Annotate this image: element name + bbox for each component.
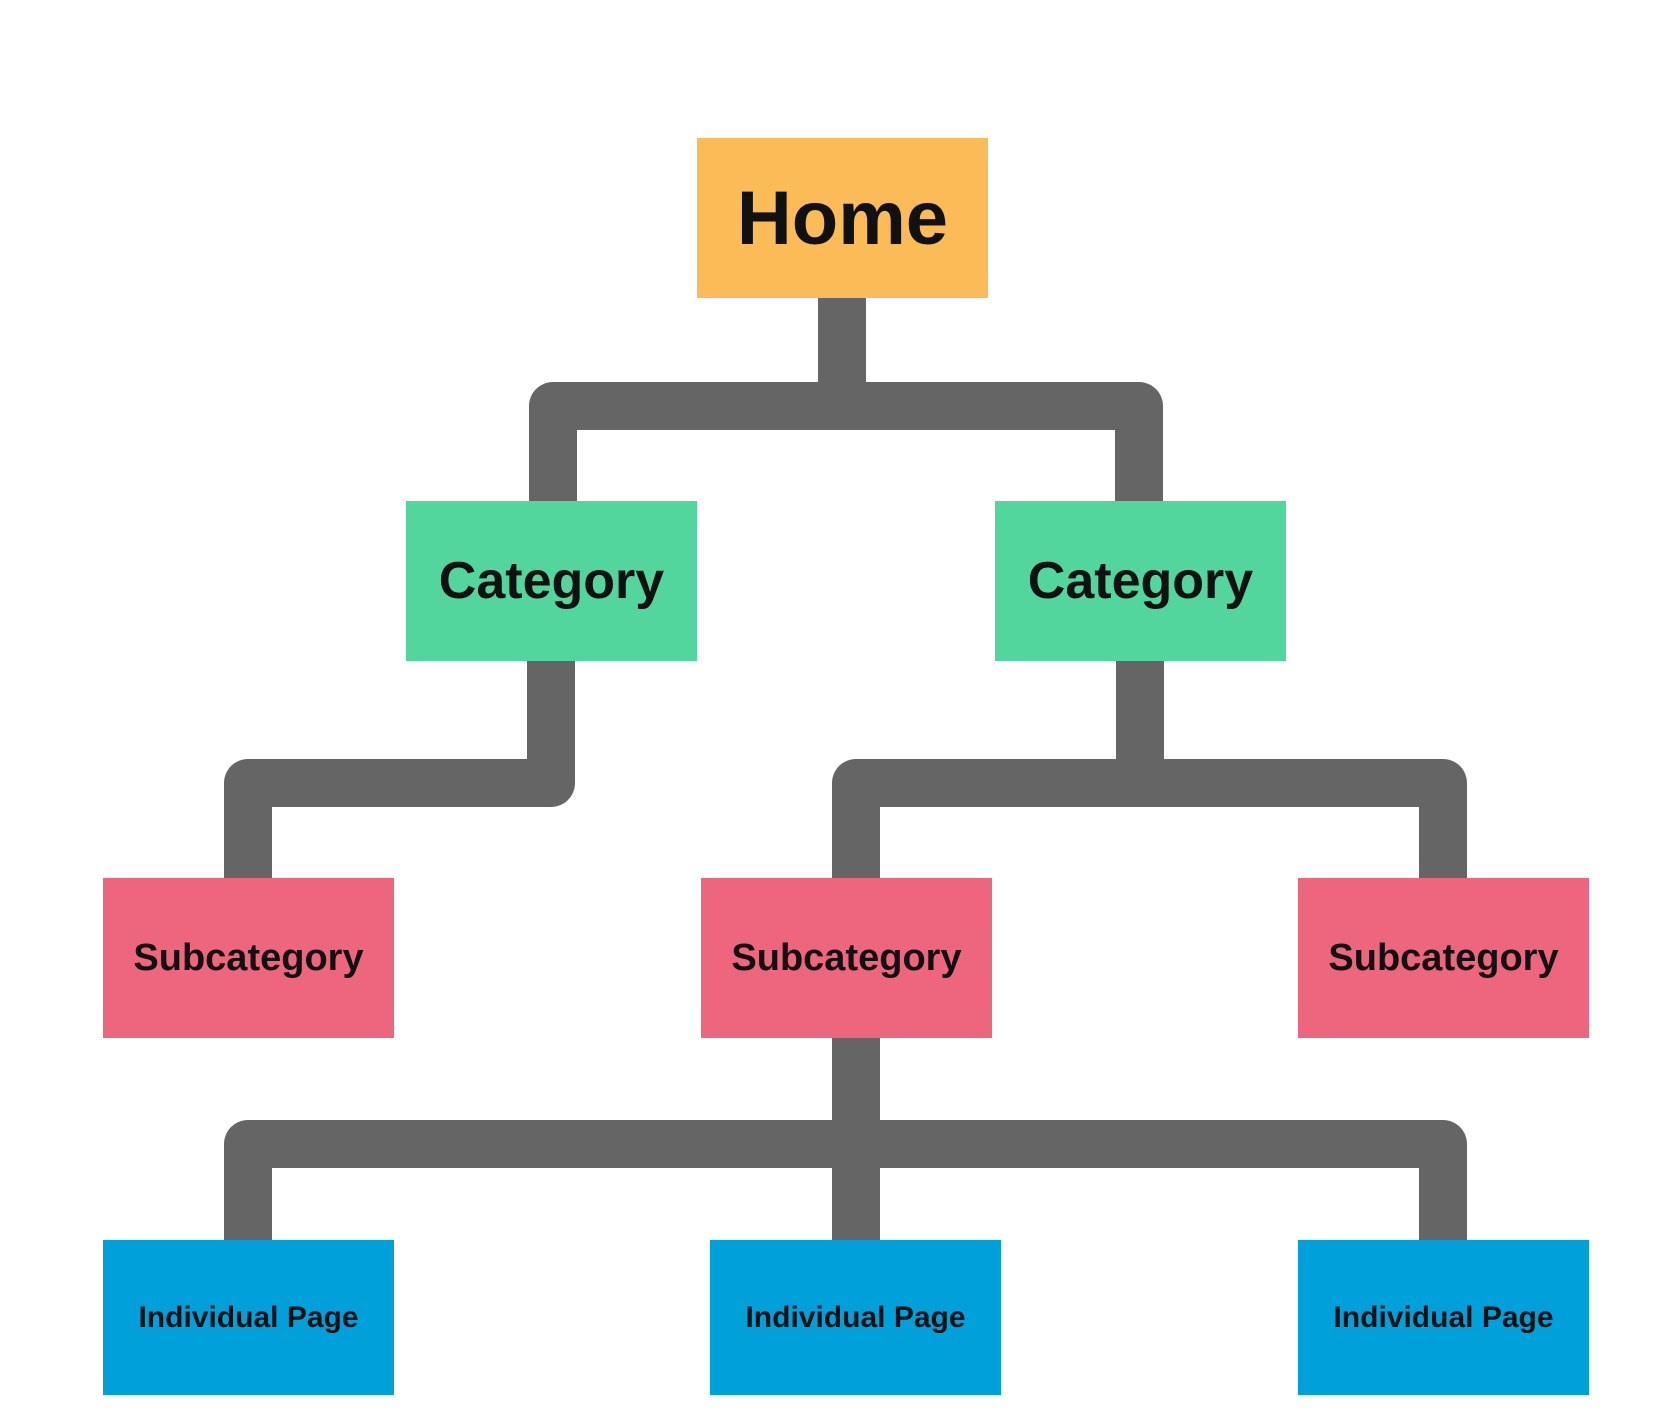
connector-home-branch: [529, 382, 1163, 501]
category-label: Category: [438, 552, 665, 610]
individual-page-node-left: Individual Page: [103, 1240, 394, 1395]
subcategory-node-right: Subcategory: [1298, 878, 1589, 1038]
subcategory-node-middle: Subcategory: [701, 878, 992, 1038]
individual-page-label: Individual Page: [138, 1300, 359, 1334]
category-node-left: Category: [406, 501, 697, 661]
category-label: Category: [1027, 552, 1254, 610]
home-node: Home: [697, 138, 988, 298]
individual-page-label: Individual Page: [745, 1300, 966, 1334]
individual-page-node-right: Individual Page: [1298, 1240, 1589, 1395]
home-label: Home: [736, 175, 949, 261]
subcategory-node-left: Subcategory: [103, 878, 394, 1038]
connector-category-right-branch: [832, 759, 1467, 878]
subcategory-label: Subcategory: [731, 936, 962, 979]
subcategory-label: Subcategory: [133, 936, 364, 979]
subcategory-label: Subcategory: [1328, 936, 1559, 979]
category-node-right: Category: [995, 501, 1286, 661]
individual-page-label: Individual Page: [1333, 1300, 1554, 1334]
individual-page-node-middle: Individual Page: [710, 1240, 1001, 1395]
connector-category-left-to-subcategory: [224, 661, 575, 878]
